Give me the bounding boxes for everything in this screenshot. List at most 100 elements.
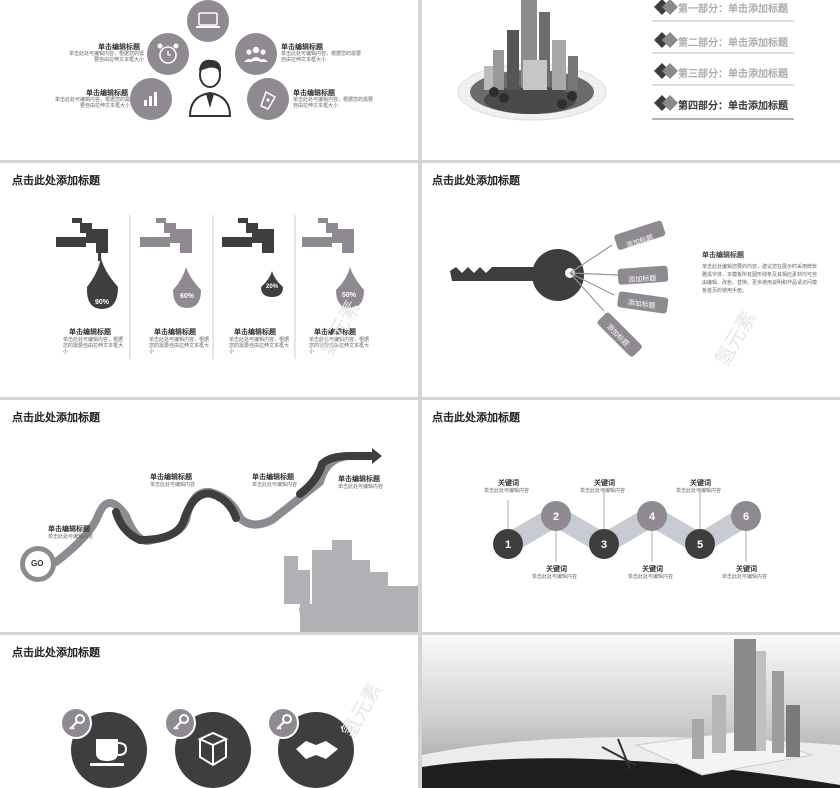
- toc-item-2[interactable]: 第二部分：单击添加标题: [678, 38, 788, 49]
- s5-title: 点击此处添加标题: [12, 412, 100, 424]
- toc-diamonds: [652, 0, 794, 120]
- s5-step-4-title: 单击编辑标题: [338, 476, 380, 483]
- tap-icon: [140, 218, 201, 308]
- s1-item-3-title: 单击编辑标题: [86, 90, 128, 97]
- s1-item-2-title: 单击编辑标题: [281, 44, 323, 51]
- s1-item-2-body: 单击此处可编辑内容，根据您的需要自由拉伸文本框大小: [281, 51, 362, 63]
- node-1-label: 1: [505, 539, 511, 551]
- toc-item-1[interactable]: 第一部分：单击添加标题: [678, 4, 788, 15]
- s7-title: 点击此处添加标题: [12, 647, 100, 659]
- businessman-avatar: [188, 59, 232, 117]
- s5-step-1-body: 单击此处可编辑内容: [48, 534, 94, 540]
- s6-node-2-keyword: 关键词: [546, 566, 567, 573]
- node-4-label: 4: [649, 511, 656, 523]
- node-6-label: 6: [743, 511, 749, 523]
- pen-nib-icon: [247, 78, 289, 120]
- slide-3[interactable]: 点击此处添加标题 90% 60% 20% 50% 单击编辑标题 单击此处可编辑内…: [0, 163, 418, 397]
- slide-8-graphics: [422, 639, 840, 788]
- laptop-icon: [187, 0, 229, 42]
- tap-icon: [222, 218, 283, 297]
- slide-4-graphics: 添加标题 添加标题 添加标题 添加标题: [450, 220, 669, 357]
- s6-node-5-keyword: 关键词: [690, 480, 711, 487]
- s3-tap-1-percent: 90%: [95, 299, 110, 306]
- slide-5[interactable]: 点击此处添加标题 GO 单击编辑标题 单击此处可编辑内容 单击编辑标题 单击此处…: [0, 400, 418, 632]
- handshake-icon: [278, 712, 354, 788]
- city-island-image: [457, 0, 607, 121]
- s4-heading: 单击编辑标题: [702, 252, 744, 259]
- s6-node-6-body: 单击此处可编辑内容: [722, 574, 768, 580]
- s6-node-4-keyword: 关键词: [642, 566, 663, 573]
- box-icon: [175, 712, 251, 788]
- s3-tap-4-body: 单击此处可编辑内容，根据您的需要自由拉伸文本框大小: [309, 337, 370, 355]
- s3-tap-1-body: 单击此处可编辑内容，根据您的需要自由拉伸文本框大小: [63, 337, 124, 355]
- s3-tap-4-percent: 50%: [342, 292, 357, 299]
- slide-8[interactable]: [422, 635, 840, 788]
- slide-2-graphics: [457, 0, 794, 121]
- s3-tap-3-title: 单击编辑标题: [234, 329, 276, 336]
- slide-5-graphics: [20, 448, 418, 632]
- arrow-head: [372, 448, 382, 464]
- slide-7[interactable]: 点击此处添加标题: [0, 635, 418, 788]
- path-grey: [52, 452, 376, 566]
- slide-2[interactable]: 第一部分：单击添加标题 第二部分：单击添加标题 第三部分：单击添加标题 第四部分…: [422, 0, 840, 160]
- s1-item-3-body: 单击此处可编辑内容，根据您的需要自由拉伸文本框大小: [54, 97, 130, 109]
- alarm-clock-icon: [147, 33, 189, 75]
- team-icon: [235, 33, 277, 75]
- s5-step-4-body: 单击此处可编辑内容: [338, 484, 384, 490]
- slide-6-graphics: 1 2 3 4 5 6: [493, 488, 761, 562]
- key-badge-icon: [164, 707, 196, 739]
- s3-tap-2-percent: 60%: [180, 293, 195, 300]
- slide-3-graphics: [56, 215, 364, 359]
- tags: [597, 220, 669, 357]
- s3-tap-3-percent: 20%: [266, 284, 279, 290]
- s1-item-4-body: 单击此处可编辑内容，根据您的需要自由拉伸文本框大小: [293, 97, 374, 109]
- node-1: [493, 529, 523, 559]
- s5-step-3-title: 单击编辑标题: [252, 474, 294, 481]
- swoosh-dark: [422, 758, 840, 788]
- s3-tap-2-title: 单击编辑标题: [154, 329, 196, 336]
- s1-item-1-title: 单击编辑标题: [98, 44, 140, 51]
- s5-step-1-title: 单击编辑标题: [48, 526, 90, 533]
- node-4: [637, 501, 667, 531]
- s3-title: 点击此处添加标题: [12, 175, 100, 187]
- slide-4[interactable]: 点击此处添加标题 添加标题 添加标题 添加标题 添加标题 单击编辑标题 单击此处…: [422, 163, 840, 397]
- tap-icon: [302, 218, 364, 308]
- s6-node-1-keyword: 关键词: [498, 480, 519, 487]
- bar-chart-icon: [130, 78, 172, 120]
- key-icon: [450, 249, 584, 301]
- slide-7-graphics: [60, 707, 354, 788]
- go-button: [20, 546, 56, 582]
- node-5: [685, 529, 715, 559]
- s6-node-3-body: 单击此处可编辑内容: [580, 488, 626, 494]
- s1-item-1-body: 单击此处可编辑内容，根据您的需要自由拉伸文本框大小: [68, 51, 144, 63]
- coffee-cup-icon: [71, 712, 147, 788]
- tap-icon: [56, 218, 118, 309]
- s6-node-4-body: 单击此处可编辑内容: [628, 574, 674, 580]
- key-badge-icon: [267, 707, 299, 739]
- s4-tag-2: 添加标题: [628, 273, 657, 284]
- toc-item-3[interactable]: 第三部分：单击添加标题: [678, 69, 788, 80]
- s5-step-2-body: 单击此处可编辑内容: [150, 482, 196, 488]
- slide-1[interactable]: 单击编辑标题 单击此处可编辑内容，根据您的需要自由拉伸文本框大小 单击编辑标题 …: [0, 0, 418, 160]
- path-dark: [112, 452, 376, 544]
- slide-1-graphics: [130, 0, 289, 120]
- node-5-label: 5: [697, 539, 703, 551]
- s6-node-1-body: 单击此处可编辑内容: [484, 488, 530, 494]
- city-silhouette: [284, 540, 418, 632]
- s1-item-4-title: 单击编辑标题: [293, 90, 335, 97]
- node-3-label: 3: [601, 539, 607, 551]
- go-label[interactable]: GO: [31, 559, 44, 568]
- city-model-image: [601, 639, 814, 776]
- s3-tap-2-body: 单击此处可编辑内容，根据您的需要自由拉伸文本框大小: [149, 337, 210, 355]
- slide-6[interactable]: 点击此处添加标题 1 2 3 4 5 6 关键词 单击此处可编辑内容 关键词 单…: [422, 400, 840, 632]
- node-3: [589, 529, 619, 559]
- connector-lines: [507, 488, 747, 562]
- node-6: [731, 501, 761, 531]
- key-badge-icon: [60, 707, 92, 739]
- s6-node-3-keyword: 关键词: [594, 480, 615, 487]
- toc-item-4[interactable]: 第四部分：单击添加标题: [678, 101, 788, 112]
- s6-node-5-body: 单击此处可编辑内容: [676, 488, 722, 494]
- s6-node-2-body: 单击此处可编辑内容: [532, 574, 578, 580]
- s6-title: 点击此处添加标题: [432, 412, 520, 424]
- s3-tap-4-title: 单击编辑标题: [314, 329, 356, 336]
